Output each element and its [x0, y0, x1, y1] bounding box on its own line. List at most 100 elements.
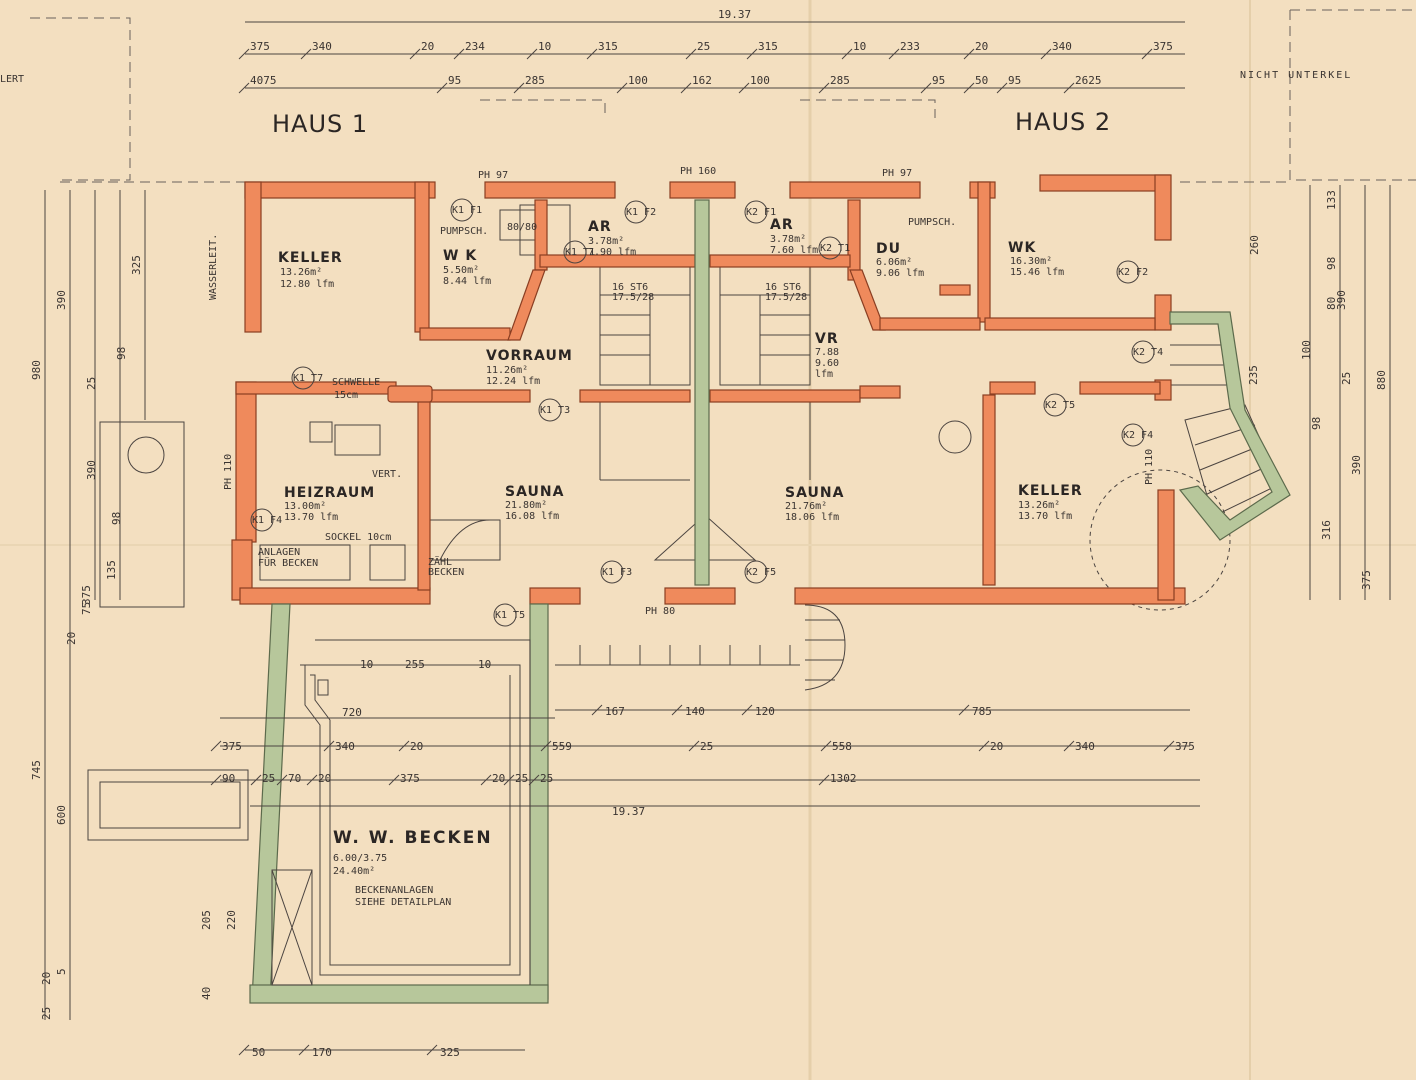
dim-bottom-b-5: 558: [832, 740, 852, 753]
dim-left-4: 98: [115, 347, 128, 360]
component-tag-circle-6: [538, 398, 562, 422]
component-tag-circle-5: [291, 366, 315, 390]
dim-left-9: 20: [65, 632, 78, 645]
dim-bottom-c-tick-4: [388, 774, 400, 786]
dim-top-row2-10: 2625: [1075, 74, 1102, 87]
dim-bottom-b-tick-4: [688, 740, 700, 752]
exterior-step: [87, 769, 249, 841]
note-vert: VERT.: [372, 469, 402, 480]
dim-bottom-b-tick-0: [210, 740, 222, 752]
room-sauna-1-perimeter: 16.08 lfm: [505, 511, 559, 522]
bottom-dimensions: [220, 709, 1200, 1051]
dim-bottom-d-tick-0: [238, 1044, 250, 1056]
dim-top-row2-7: 95: [932, 74, 945, 87]
component-tag-circle-2: [744, 200, 768, 224]
dim-top-row2-8: 50: [975, 74, 988, 87]
dim-top-row2-1: 95: [448, 74, 461, 87]
window-label-6: PH 110: [1144, 449, 1155, 485]
dim-top-row1-8: 10: [853, 40, 866, 53]
dim-bottom-b-1: 340: [335, 740, 355, 753]
dim-bottom-c-tick-3: [306, 774, 318, 786]
component-tag-circle-0: [450, 198, 474, 222]
component-tag-12: K2 F2: [1118, 267, 1148, 278]
component-tag-circle-10: [1043, 393, 1067, 417]
dim-bottom-b-tick-3: [540, 740, 552, 752]
green-walls: [249, 199, 1291, 1004]
dim-bottom-b-4: 25: [700, 740, 713, 753]
room-keller-2-area: 13.26m²: [1018, 500, 1060, 511]
dim-right-9: 98: [1310, 417, 1323, 430]
room-becken-area: 24.40m²: [333, 866, 375, 877]
outline-adjacent: [30, 9, 1416, 183]
room-vorraum-area: 11.26m²: [486, 365, 528, 376]
component-tag-6: K1 T3: [540, 405, 570, 416]
dim-bottom-c-tick-0: [210, 774, 222, 786]
dim-top-row1-tick-8: [841, 48, 853, 60]
note-right: NICHT UNTERKEL: [1240, 70, 1352, 81]
dim-right-11: 316: [1320, 520, 1333, 540]
dim-right-8: 235: [1247, 365, 1260, 385]
interior-details: [259, 400, 1231, 666]
component-tag-circle-7: [600, 560, 624, 584]
dim-bottom-b-7: 340: [1075, 740, 1095, 753]
room-vorraum-name: VORRAUM: [486, 348, 573, 364]
dim-top-row2-0: 4075: [250, 74, 277, 87]
dim-top-row2-tick-4: [680, 82, 692, 94]
room-ar-2-name: AR: [770, 217, 794, 233]
dim-left-11: 745: [30, 760, 43, 780]
room-wk-2-area: 16.30m²: [1010, 256, 1052, 267]
dim-bottom-a-2: 120: [755, 705, 775, 718]
dim-top-row1-tick-6: [685, 48, 697, 60]
room-heizraum-area: 13.00m²: [284, 501, 326, 512]
dim-top-row2-tick-7: [920, 82, 932, 94]
dim-top-row1-0: 375: [250, 40, 270, 53]
room-sauna-2-area: 21.76m²: [785, 501, 827, 512]
dim-top-row2-tick-1: [436, 82, 448, 94]
dim-bottom-b-2: 20: [410, 740, 423, 753]
dim-left-8: 375: [80, 585, 93, 605]
dim-bottom-c-tick-5: [480, 774, 492, 786]
component-tag-10: K2 T5: [1045, 400, 1075, 411]
note-left: LERT: [0, 74, 24, 85]
component-tag-2: K2 F1: [746, 207, 776, 218]
room-wk-1-perimeter: 8.44 lfm: [443, 276, 491, 287]
dim-bottom-b-tick-8: [1163, 740, 1175, 752]
dim-top-row1-7: 315: [758, 40, 778, 53]
dim-bottom-c-6: 25: [515, 772, 528, 785]
dim-right-4: 80: [1325, 297, 1338, 310]
dim-bottom-b-tick-1: [323, 740, 335, 752]
room-sauna-1-area: 21.80m²: [505, 500, 547, 511]
dim-overall-top: 19.37: [718, 8, 751, 21]
note-pumpsch-2: PUMPSCH.: [908, 217, 956, 228]
dim-bottom-d-1: 170: [312, 1046, 332, 1059]
room-wk-1-area: 5.50m²: [443, 265, 479, 276]
dim-left-6: 98: [110, 512, 123, 525]
dim-top-row1-tick-0: [238, 48, 250, 60]
dim-bottom-overall: 19.37: [612, 805, 645, 818]
dim-top-row1-2: 20: [421, 40, 434, 53]
dim-left-7: 135: [105, 560, 118, 580]
dim-top-row1-tick-10: [963, 48, 975, 60]
dim-top-row1-tick-5: [586, 48, 598, 60]
note-schwelle: SCHWELLE: [332, 377, 380, 388]
dim-top-row1-12: 375: [1153, 40, 1173, 53]
dim-top-row1-tick-11: [1040, 48, 1052, 60]
dim-right-0: 880: [1375, 370, 1388, 390]
room-becken-size: 6.00/3.75: [333, 853, 387, 864]
component-tag-13: K2 F4: [1123, 430, 1153, 441]
exterior-shaft-left: [127, 436, 165, 474]
component-tag-7: K1 F3: [602, 567, 632, 578]
room-wk-2-perimeter: 15.46 lfm: [1010, 267, 1064, 278]
dim-bottom-a-tick-2: [741, 704, 753, 716]
note-stair-2b: 17.5/28: [765, 292, 807, 303]
room-vorraum-perimeter: 12.24 lfm: [486, 376, 540, 387]
dim-bottom-c-4: 375: [400, 772, 420, 785]
dim-top-row2-3: 100: [628, 74, 648, 87]
room-sauna-1-name: SAUNA: [505, 484, 564, 500]
dim-top-row1-tick-7: [746, 48, 758, 60]
room-ar-1-area: 3.78m²: [588, 236, 624, 247]
dim-right-6: 390: [1335, 290, 1348, 310]
note-stair-1: 16 ST6: [612, 282, 648, 293]
note-anlagen-2: FÜR BECKEN: [258, 556, 318, 569]
